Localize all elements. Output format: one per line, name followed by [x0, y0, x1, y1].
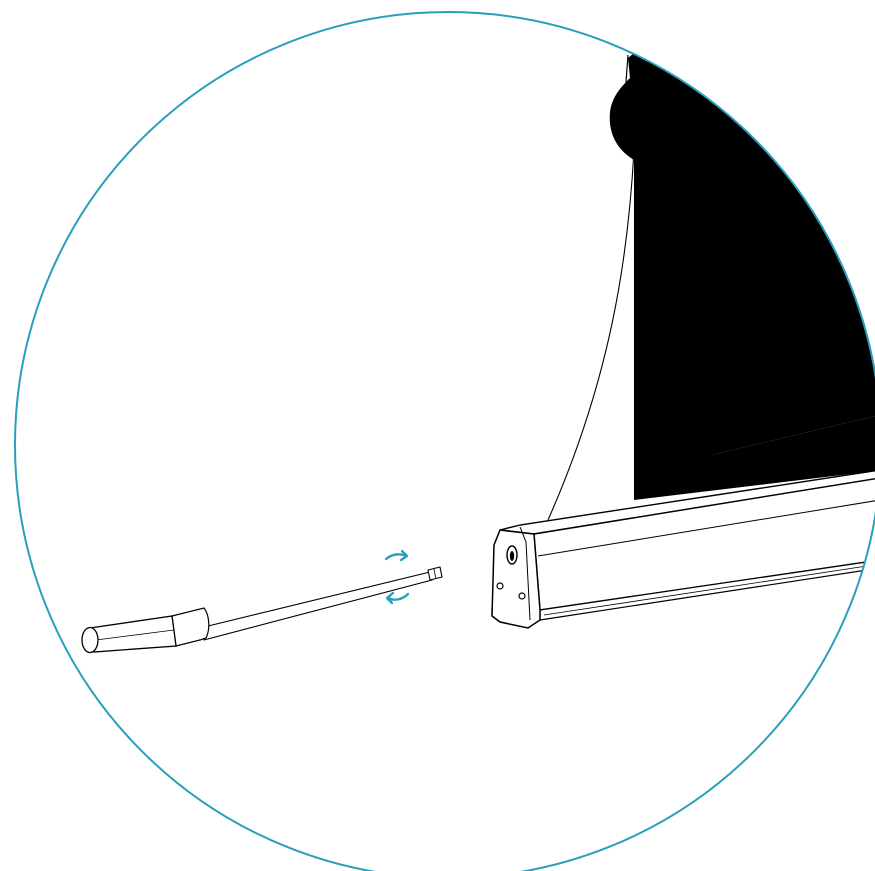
handle-groove [95, 629, 175, 641]
screen-left-bar [609, 48, 875, 500]
screwdriver-handle-end [81, 626, 99, 654]
detail-circle-frame [14, 11, 875, 871]
screen-casing [491, 469, 875, 629]
casing-crease [537, 499, 875, 557]
end-cap-hole-a [496, 582, 504, 590]
screwdriver-tip-line [433, 568, 437, 580]
screen-frame [547, 48, 875, 521]
screwdriver-shaft [199, 571, 433, 641]
end-cap-foot [491, 608, 501, 623]
rotation-arrow-top-head [399, 549, 409, 562]
end-cap-hole-b [518, 592, 526, 600]
rotation-arrow-bottom-head [385, 591, 395, 605]
screen-pull-cord [547, 149, 635, 521]
rotation-arrow-top [384, 553, 408, 561]
screwdriver-handle [89, 615, 177, 653]
end-cap-edge [519, 526, 531, 621]
screwdriver-collar [195, 607, 210, 641]
rotation-arrows-icon [384, 549, 410, 605]
casing-end-cap [491, 529, 541, 629]
casing-lip-line [543, 563, 875, 616]
end-cap-slot-inner [509, 551, 515, 561]
screwdriver-icon [81, 566, 443, 654]
circle-contents [81, 48, 875, 654]
rotation-arrow-bottom [386, 592, 410, 601]
